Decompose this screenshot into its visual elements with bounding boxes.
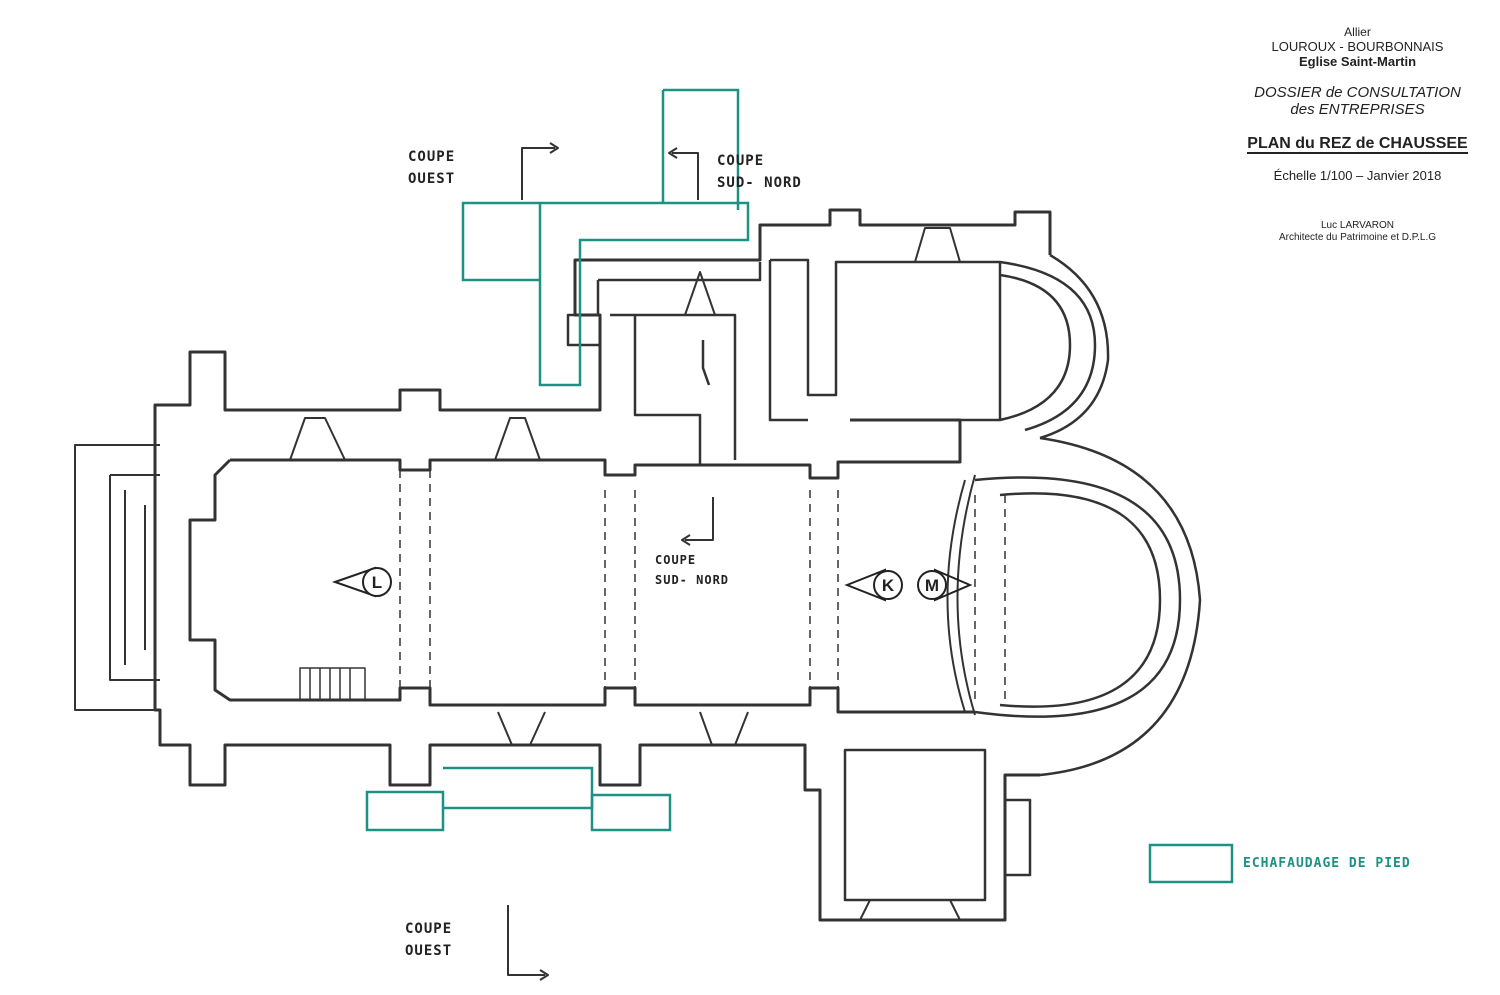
- nave-bay-lines: [399, 470, 839, 688]
- marker-k: K: [882, 576, 895, 595]
- stair: [299, 667, 366, 700]
- north-chapel: [768, 258, 1097, 432]
- marker-l-circle: [362, 567, 392, 597]
- tb-architect: Luc LARVARON: [1321, 220, 1394, 231]
- marker-k-circle: [873, 570, 903, 600]
- marker-l: L: [372, 573, 382, 592]
- marker-m: M: [925, 576, 939, 595]
- marker-m-circle: [917, 570, 947, 600]
- coupe-ouest-arrow-bottom: [507, 905, 549, 981]
- north-apse-outer: [1039, 253, 1110, 440]
- window-splays: [289, 227, 961, 921]
- scaffold-south-mid: [443, 766, 594, 810]
- apse-bay-lines: [974, 495, 1006, 700]
- section-markers: [331, 566, 973, 602]
- tb-scale-date: Échelle 1/100 – Janvier 2018: [1273, 168, 1442, 183]
- tb-plan-title: PLAN du REZ de CHAUSSEE: [1247, 135, 1468, 154]
- main-apse: [974, 436, 1202, 777]
- scaffold-south-right: [590, 793, 672, 832]
- scaffold-south-left: [365, 790, 445, 832]
- west-porch: [74, 444, 160, 711]
- tb-dossier-1: DOSSIER de CONSULTATION: [1254, 84, 1461, 101]
- tb-building: Eglise Saint-Martin: [1298, 54, 1417, 69]
- south-chapel: [843, 748, 1032, 902]
- tb-department: Allier: [1344, 25, 1371, 39]
- north-tower: [566, 262, 762, 465]
- legend-swatch: [1148, 843, 1234, 884]
- legend-label: ECHAFAUDAGE DE PIED: [1243, 856, 1411, 871]
- coupe-sud-nord-arrow-mid: [681, 497, 714, 546]
- coupe-sud-nord-arrow-top: [668, 147, 699, 200]
- coupe-ouest-arrow-top: [521, 142, 559, 200]
- tb-commune: LOUROUX - BOURBONNAIS: [1271, 39, 1444, 54]
- scaffold-north-tower: [661, 88, 740, 210]
- tb-architect-title: Architecte du Patrimoine et D.P.L.G: [1278, 232, 1437, 243]
- scaffold-north: [461, 201, 750, 387]
- tb-dossier-2: des ENTREPRISES: [1290, 101, 1425, 118]
- nave-outer-wall: [153, 208, 1052, 922]
- scaffolding: [365, 88, 1234, 884]
- apse-arc: [946, 474, 976, 716]
